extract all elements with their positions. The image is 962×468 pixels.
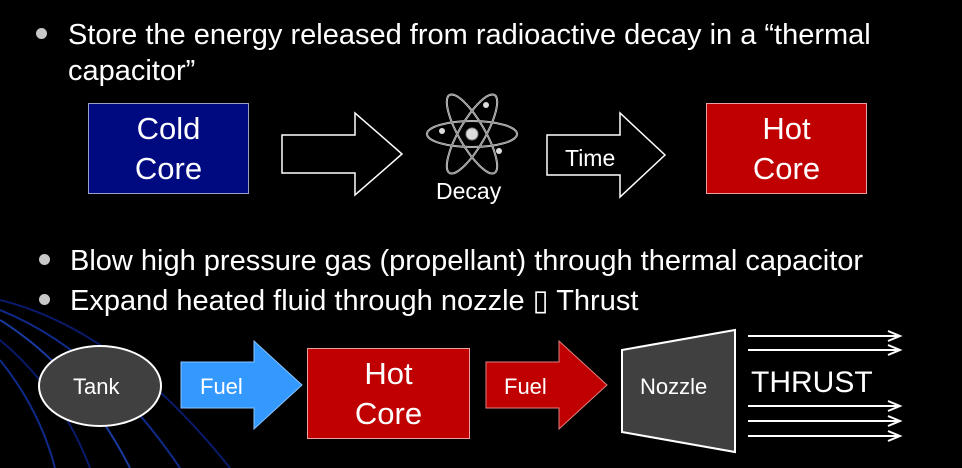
nozzle-shape [621,328,736,454]
decay-label: Decay [436,178,502,204]
hot-core-box-top: Hot Core [706,103,867,194]
hot-core-bottom-line-2: Core [354,395,423,431]
thrust-arrows [748,330,903,442]
bullet-dot-1 [36,28,47,39]
tank-shape [38,345,162,427]
bullet-1-line-1: Store the energy released from radioacti… [68,19,871,51]
transition-arrow-1 [281,111,404,197]
hot-core-bottom-line-1: Hot [364,355,413,391]
cold-core-line-1: Cold [136,110,201,146]
fuel-arrow-red [485,340,608,430]
tank-label: Tank [73,374,120,399]
cold-core-box: Cold Core [88,103,249,194]
cold-core-line-2: Core [134,150,203,186]
nozzle-label: Nozzle [640,374,708,399]
bullet-dot-2 [39,254,50,265]
bullet-dot-3 [39,294,50,305]
hot-core-top-line-1: Hot [762,110,811,146]
bullet-2: Blow high pressure gas (propellant) thro… [70,245,864,277]
bullet-1-line-2: capacitor” [68,55,196,87]
fuel-arrow-blue [180,340,303,430]
thrust-label: THRUST [751,366,873,399]
time-label: Time [565,145,616,171]
fuel-label-2: Fuel [504,374,547,399]
hot-core-top-line-2: Core [752,150,821,186]
atom-icon [426,93,518,175]
time-arrow [546,111,667,199]
hot-core-box-bottom: Hot Core [307,348,470,439]
bullet-3: Expand heated fluid through nozzle ▯ Thr… [70,285,639,317]
fuel-label-1: Fuel [200,374,243,399]
